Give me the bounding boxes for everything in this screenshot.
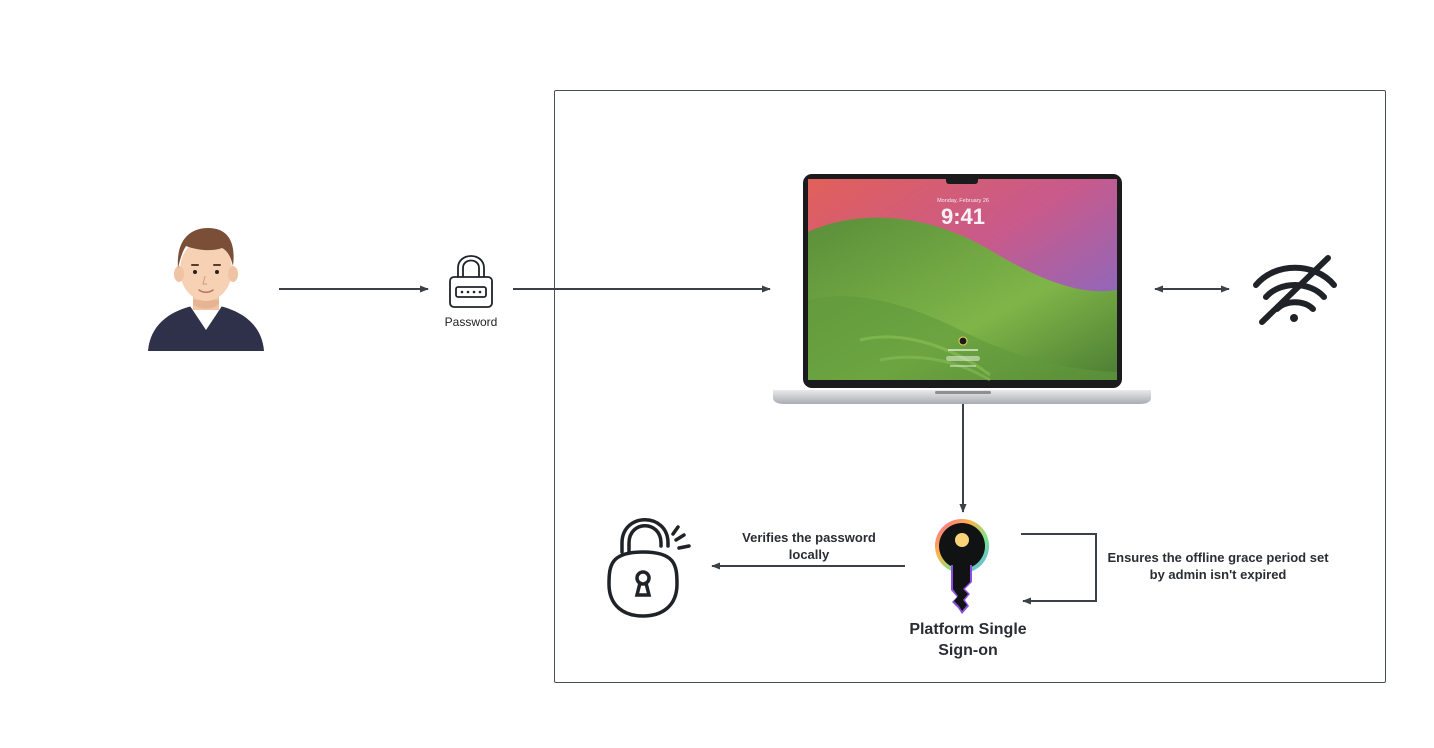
password-label: Password: [444, 315, 498, 329]
arrow-grace-period-loop: [1021, 533, 1097, 605]
unlocked-padlock-icon: [607, 518, 691, 618]
psso-line-2: Sign-on: [938, 642, 998, 659]
user-avatar-icon: [148, 228, 264, 351]
psso-line-1: Platform Single: [909, 621, 1027, 638]
lock-screen-time: 9:41: [941, 204, 985, 229]
verify-locally-label: Verifies the password locally: [720, 529, 898, 563]
system-boundary-frame: [554, 90, 1386, 683]
grace-line-1: Ensures the offline grace period set: [1107, 550, 1329, 565]
grace-line-2: by admin isn't expired: [1149, 567, 1287, 582]
laptop-icon: Monday, February 26 9:41: [773, 174, 1151, 404]
verify-line-2: locally: [788, 547, 830, 562]
verify-line-1: Verifies the password: [742, 530, 876, 545]
wifi-off-icon: [1253, 255, 1337, 325]
lock-screen-date: Monday, February 26: [937, 198, 989, 204]
platform-sso-label: Platform Single Sign-on: [880, 619, 1056, 661]
padlock-password-icon: [449, 255, 493, 308]
key-icon: [935, 519, 989, 614]
grace-period-label: Ensures the offline grace period set by …: [1098, 549, 1338, 583]
